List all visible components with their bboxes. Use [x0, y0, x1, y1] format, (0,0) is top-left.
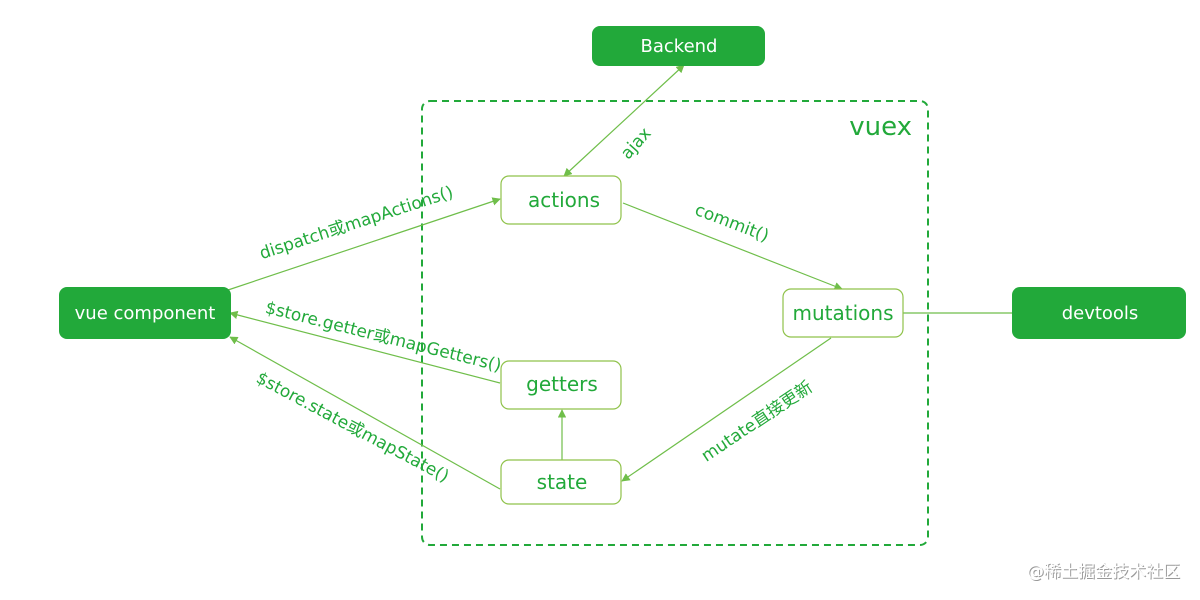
edge-label-store-getter: $store.getter或mapGetters() [263, 298, 503, 376]
edge-actions-backend [563, 64, 685, 177]
mutations-label: mutations [793, 301, 894, 325]
edge-label-mutate: mutate直接更新 [698, 377, 817, 466]
backend-label: Backend [641, 36, 718, 57]
state-node: state [500, 459, 622, 505]
watermark: @稀土掘金技术社区 [1027, 562, 1180, 582]
backend-node: Backend [592, 26, 765, 66]
state-label: state [537, 470, 588, 494]
watermark-shadow: @稀土掘金技术社区 [1028, 563, 1181, 583]
devtools-node: devtools [1012, 287, 1186, 339]
vuex-label: vuex [849, 112, 912, 142]
getters-label: getters [526, 372, 598, 396]
mutations-node: mutations [782, 288, 904, 338]
vue-component-label: vue component [75, 303, 216, 324]
edge-label-ajax: ajax [617, 124, 656, 164]
edge-getters-component [229, 310, 501, 384]
edge-state-component [229, 336, 501, 490]
edge-label-commit: commit() [692, 200, 772, 246]
edge-component-actions [227, 197, 501, 291]
edge-actions-mutations [622, 202, 843, 291]
vue-component-node: vue component [59, 287, 231, 339]
devtools-label: devtools [1062, 303, 1139, 324]
getters-node: getters [500, 360, 622, 410]
edge-mutations-state [621, 337, 832, 482]
actions-node: actions [500, 175, 622, 225]
actions-label: actions [528, 188, 600, 212]
